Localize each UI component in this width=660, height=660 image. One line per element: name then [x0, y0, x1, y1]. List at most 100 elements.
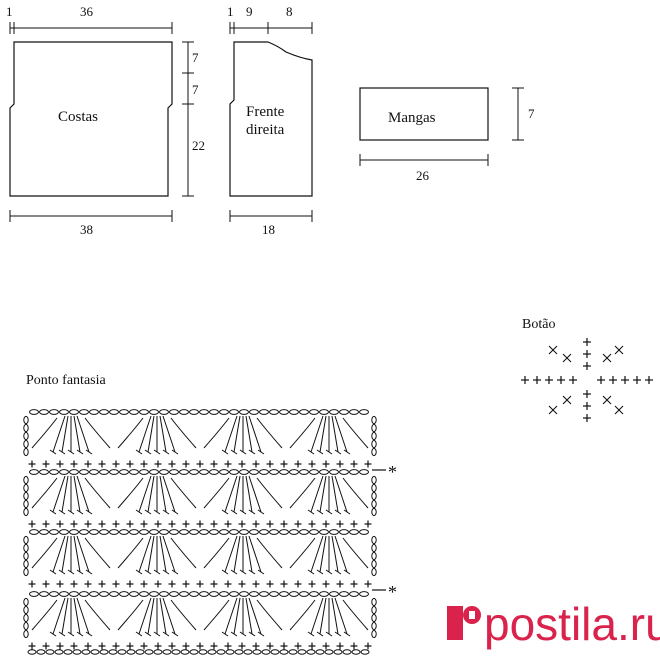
costas-height-1: 7: [192, 50, 199, 65]
chain-stitch: [261, 649, 271, 655]
chain-stitch: [126, 649, 136, 655]
chain-stitch: [23, 447, 29, 457]
chain-stitch: [279, 649, 289, 655]
chain-stitch: [79, 529, 89, 535]
chain-stitch: [139, 591, 149, 597]
chain-stitch: [219, 409, 229, 415]
chain-stitch: [171, 649, 181, 655]
chain-stitch: [89, 469, 99, 475]
single-crochet-symbol: [336, 580, 344, 588]
chain-stitch: [359, 409, 369, 415]
chain-stitch: [179, 469, 189, 475]
cross-stitch-symbol: [562, 395, 572, 405]
chain-stitch: [23, 597, 29, 607]
single-crochet-symbol: [28, 520, 36, 528]
chain-stitch: [169, 409, 179, 415]
single-crochet-symbol: [168, 642, 176, 650]
chain-stitch: [109, 469, 119, 475]
double-crochet: [310, 475, 324, 513]
single-crochet-symbol: [266, 580, 274, 588]
double-crochet: [224, 415, 238, 453]
single-crochet-symbol: [238, 520, 246, 528]
chain-stitch: [99, 529, 109, 535]
chain-stitch: [225, 649, 235, 655]
chain-stitch: [234, 649, 244, 655]
chain-stitch: [279, 469, 289, 475]
single-crochet-symbol: [112, 642, 120, 650]
chain-stitch: [288, 649, 298, 655]
single-crochet-symbol: [126, 520, 134, 528]
chain-stitch: [72, 649, 82, 655]
costas-bottom-width: 38: [80, 222, 93, 237]
double-crochet: [73, 597, 81, 635]
chain-stitch: [179, 529, 189, 535]
chain-stitch: [119, 469, 129, 475]
double-crochet: [334, 535, 348, 573]
stitch-grid: [23, 409, 386, 655]
chain-stitch: [49, 591, 59, 597]
single-crochet-symbol: [322, 580, 330, 588]
single-crochet-symbol: [294, 520, 302, 528]
double-crochet: [76, 415, 90, 453]
chain-stitch: [180, 649, 190, 655]
chain-stitch: [159, 409, 169, 415]
chain-stitch: [371, 491, 377, 501]
costas-label: Costas: [58, 109, 98, 125]
chain-stitch: [81, 649, 91, 655]
single-crochet-symbol: [70, 642, 78, 650]
chain-stitch: [239, 591, 249, 597]
chain-stitch: [23, 475, 29, 485]
single-crochet-symbol: [238, 580, 246, 588]
chain-stitch: [297, 649, 307, 655]
chain-stitch: [135, 649, 145, 655]
single-crochet-symbol: [56, 520, 64, 528]
single-crochet-symbol: [28, 460, 36, 468]
mangas-width: 26: [416, 168, 430, 183]
single-crochet-symbol: [98, 460, 106, 468]
double-crochet: [233, 535, 241, 573]
double-crochet: [52, 475, 66, 513]
chain-stitch: [359, 469, 369, 475]
chain-stitch: [23, 507, 29, 517]
stitch-chart-title: Ponto fantasia: [26, 373, 106, 388]
chain-stitch: [23, 621, 29, 631]
chain-stitch: [371, 621, 377, 631]
chain-stitch: [269, 529, 279, 535]
double-crochet: [162, 475, 176, 513]
single-crochet-symbol: [98, 520, 106, 528]
double-crochet: [334, 415, 348, 453]
chain-stitch: [329, 529, 339, 535]
double-crochet: [233, 475, 241, 513]
chain-stitch: [109, 529, 119, 535]
chain-stitch: [23, 605, 29, 615]
chain-stitch: [289, 591, 299, 597]
chain-stitch: [29, 591, 39, 597]
single-crochet-symbol: [294, 642, 302, 650]
chain-stitch: [89, 409, 99, 415]
chain-stitch: [36, 649, 46, 655]
chain-stitch: [39, 591, 49, 597]
single-crochet-symbol: [112, 580, 120, 588]
chain-stitch: [351, 649, 361, 655]
chain-stitch: [315, 649, 325, 655]
chain-stitch: [23, 543, 29, 553]
chain-stitch: [299, 529, 309, 535]
double-crochet: [331, 535, 339, 573]
chain-stitch: [209, 409, 219, 415]
single-crochet-symbol: [196, 642, 204, 650]
chain-stitch: [289, 469, 299, 475]
chain-stitch: [329, 409, 339, 415]
frente-label-line2: direita: [246, 122, 285, 138]
chain-stitch: [371, 613, 377, 623]
chain-stitch: [219, 591, 229, 597]
chain-stitch: [45, 649, 55, 655]
single-crochet-symbol: [168, 580, 176, 588]
single-crochet-symbol: [252, 642, 260, 650]
chain-stitch: [371, 597, 377, 607]
single-crochet-symbol: [597, 376, 605, 384]
double-crochet: [248, 597, 262, 635]
single-crochet-symbol: [280, 460, 288, 468]
chain-stitch: [289, 529, 299, 535]
single-crochet-symbol: [280, 642, 288, 650]
double-crochet: [159, 535, 167, 573]
